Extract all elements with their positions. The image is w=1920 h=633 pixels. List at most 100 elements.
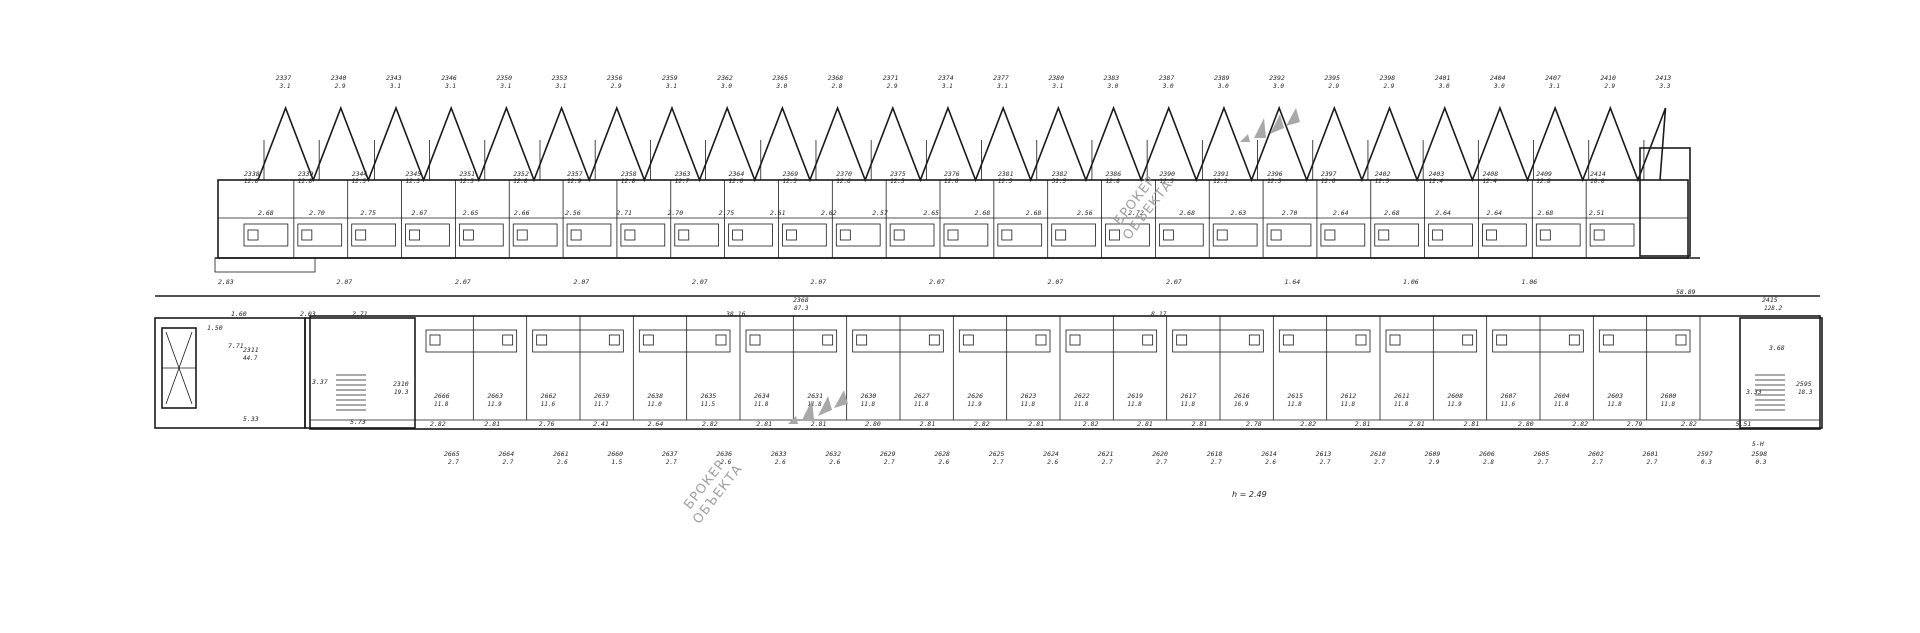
sink-fixture <box>409 229 420 241</box>
lower-dimension: 2.81 <box>811 420 827 428</box>
corridor-dimension: 2.07 <box>574 278 590 286</box>
upper-unit-number: 2345 <box>406 170 422 178</box>
bottom-room-area: 2.7 <box>1647 459 1658 466</box>
bottom-room-area: 2.6 <box>829 459 840 466</box>
upper-unit-area: 12.8 <box>244 178 259 185</box>
bathroom-fixture <box>958 329 1051 353</box>
sink-fixture <box>1142 334 1154 346</box>
lower-unit-number: 2600 <box>1661 392 1677 400</box>
lower-unit-area: 16.9 <box>1234 401 1249 408</box>
lower-unit-area: 11.5 <box>701 401 716 408</box>
logo-shape-a <box>788 416 798 424</box>
upper-unit-number: 2351 <box>459 170 475 178</box>
static-walls <box>154 147 1823 430</box>
sink-fixture <box>1055 229 1067 241</box>
bottom-room-number: 2633 <box>771 450 787 458</box>
lower-unit-area: 11.8 <box>1127 401 1142 408</box>
bathroom-fixture <box>889 223 935 247</box>
bottom-room-number: 2624 <box>1043 450 1059 458</box>
lower-dimension: 2.78 <box>1246 420 1262 428</box>
lower-dimension: 2.81 <box>484 420 500 428</box>
upper-dimension: 2.61 <box>770 209 786 217</box>
upper-dimension: 2.71 <box>616 209 632 217</box>
bathroom-fixture <box>782 223 827 247</box>
lower-unit-number: 2627 <box>914 392 930 400</box>
lower-unit-number: 2666 <box>434 392 450 400</box>
sink-fixture <box>1270 229 1282 241</box>
top-room-number: 2365 <box>772 74 788 82</box>
lower-dimension: 2.76 <box>539 420 555 428</box>
corridor-dim-left: 38.16 <box>725 310 746 318</box>
bottom-room-area: 2.6 <box>938 459 949 466</box>
sink-fixture <box>247 229 259 241</box>
bottom-room-area: 2.7 <box>1211 459 1222 466</box>
logo-shape-b <box>1254 118 1266 138</box>
sink-fixture <box>1675 334 1687 346</box>
lower-unit-number: 2634 <box>754 392 770 400</box>
lower-unit-area: 11.0 <box>647 401 662 408</box>
upper-unit-area: 12.8 <box>1536 178 1551 185</box>
upper-unit-number: 2338 <box>244 170 260 178</box>
lower-dimension: 2.82 <box>1300 420 1316 428</box>
logo-shape-b <box>802 400 814 420</box>
bathroom-fixture <box>1320 223 1366 247</box>
watermark-bottom: БРОКЕР ОБЪЕКТА <box>681 457 746 527</box>
top-room-area: 3.1 <box>279 83 291 90</box>
bathroom-fixture <box>943 223 989 247</box>
lower-unit-area: 11.8 <box>1021 401 1036 408</box>
upper-unit-area: 31.5 <box>1051 178 1067 185</box>
lower-unit-area: 11.8 <box>1341 401 1356 408</box>
upper-unit-area: 12.5 <box>998 178 1013 185</box>
upper-unit-number: 2358 <box>621 170 637 178</box>
bottom-room-number: 2613 <box>1316 450 1332 458</box>
upper-unit-area: 12.8 <box>1106 178 1121 185</box>
lower-dimension: 5.51 <box>1736 420 1752 428</box>
sink-fixture <box>962 334 974 346</box>
stair-number: 2311 <box>243 346 259 354</box>
sink-fixture <box>1568 334 1580 346</box>
top-room-area: 3.1 <box>444 83 456 90</box>
lower-unit-area: 11.6 <box>541 401 556 408</box>
bottom-room-area: 2.6 <box>557 459 568 466</box>
lower-unit-number: 2619 <box>1127 392 1143 400</box>
sink-fixture <box>1389 334 1401 346</box>
lower-unit-number: 2626 <box>967 392 983 400</box>
sink-fixture <box>928 334 940 346</box>
lower-unit-number: 2603 <box>1607 392 1623 400</box>
upper-unit-number: 2363 <box>675 170 691 178</box>
lower-dimension: 2.81 <box>1137 420 1153 428</box>
corridor-dimension: 1.06 <box>1522 278 1538 286</box>
bathroom-fixture <box>1535 223 1581 247</box>
top-room-number: 2395 <box>1324 74 1340 82</box>
top-room-number: 2410 <box>1600 74 1616 82</box>
lower-unit-area: 11.8 <box>754 401 769 408</box>
sink-fixture <box>678 229 690 241</box>
bathroom-fixture <box>1374 223 1420 247</box>
lower-unit-area: 11.9 <box>487 401 502 408</box>
corridor-dim-mid: 8.17 <box>1151 310 1167 318</box>
top-room-number: 2374 <box>938 74 954 82</box>
upper-dimension: 2.68 <box>1179 209 1195 217</box>
bottom-room-area: 2.7 <box>1156 459 1167 466</box>
corridor-dimension: 1.06 <box>1403 278 1419 286</box>
bottom-room-area: 1.5 <box>611 459 622 466</box>
sink-fixture <box>1539 229 1551 241</box>
upper-unit-number: 2408 <box>1482 170 1498 178</box>
upper-unit-number: 2370 <box>836 170 852 178</box>
upper-unit-area: 12.6 <box>1321 178 1336 185</box>
upper-dimension: 2.62 <box>821 209 837 217</box>
lower-dimension: 2.81 <box>1192 420 1208 428</box>
bathroom-fixture <box>1278 329 1371 353</box>
sink-fixture <box>1282 334 1294 346</box>
bottom-room-area: 2.7 <box>1374 459 1385 466</box>
lower-dimension: 2.81 <box>920 420 936 428</box>
top-room-area: 2.9 <box>887 83 898 90</box>
bottom-room-number: 2598 <box>1752 450 1768 458</box>
top-room-number: 2383 <box>1104 74 1120 82</box>
bathroom-fixture <box>297 223 343 247</box>
upper-unit-number: 2391 <box>1213 170 1229 178</box>
sink-fixture <box>749 334 761 346</box>
bottom-room-number: 2597 <box>1697 450 1713 458</box>
bottom-room-number: 2602 <box>1588 450 1604 458</box>
lower-unit-area: 11.8 <box>807 401 822 408</box>
